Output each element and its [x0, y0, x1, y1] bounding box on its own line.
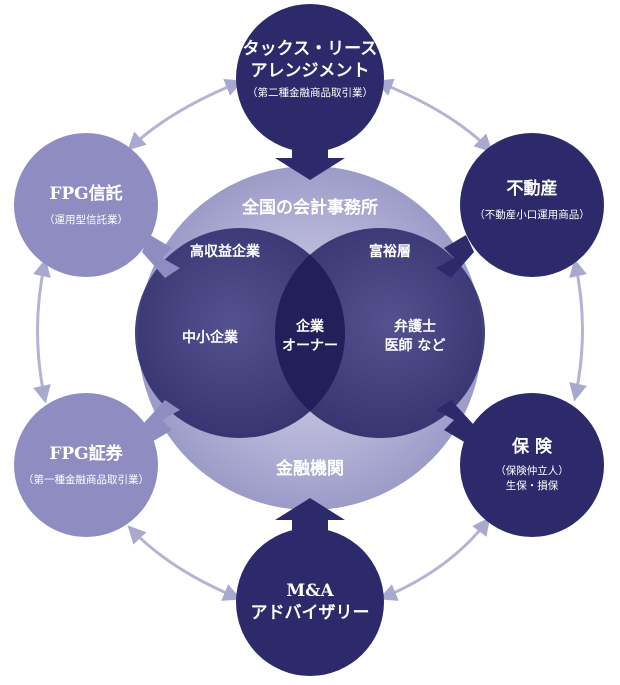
ring-arrow-upper-right-lower-right: [569, 258, 587, 402]
node-lower-left: FPG証券 （第一種金融商品取引業）: [12, 443, 160, 488]
arrow-from-lower-right: [436, 400, 474, 443]
node-upper-left-sub: （運用型信託業）: [44, 214, 128, 226]
node-upper-left-title: FPG信託: [49, 184, 123, 204]
node-top-title-line2: アレンジメント: [250, 61, 370, 81]
node-top-sub: （第二種金融商品取引業）: [247, 87, 373, 99]
center-top-label: 全国の会計事務所: [242, 198, 378, 218]
node-bottom-title-line1: M&A: [286, 581, 334, 601]
node-top-title-line1: タックス・リース: [242, 39, 378, 59]
node-lower-left-title: FPG証券: [49, 444, 123, 464]
ring-arrows: [33, 78, 587, 601]
venn-right-top-label: 富裕層: [369, 244, 411, 260]
center-bottom-label: 金融機関: [276, 459, 344, 479]
arrow-from-upper-left: [142, 235, 180, 278]
node-bottom-circle: [236, 528, 384, 676]
node-lower-left-circle: [14, 393, 158, 537]
arrow-from-bottom: [275, 498, 345, 540]
arrow-from-lower-left: [142, 400, 180, 443]
venn-left-top-label: 高収益企業: [190, 244, 260, 260]
venn-overlap-label: 企業 オーナー: [260, 318, 360, 356]
node-upper-left-circle: [14, 133, 158, 277]
ring-arrow-lower-left-upper-left: [33, 258, 51, 404]
node-upper-right-sub: （不動産小口運用商品）: [474, 209, 590, 221]
inbound-arrows-light: [142, 235, 180, 443]
venn-right-main-label: 弁護士 医師 など: [360, 318, 470, 356]
venn-left-main-label: 中小企業: [182, 330, 238, 346]
node-lower-right-title: 保 険: [512, 437, 552, 457]
overlap-line2: オーナー: [282, 338, 338, 354]
node-lower-right: 保 険 （保険仲立人） 生保・損保: [460, 436, 604, 494]
node-lower-right-sub-line1: （保険仲立人）: [495, 465, 569, 477]
node-upper-right: 不動産 （不動産小口運用商品）: [460, 178, 604, 223]
node-lower-right-sub-line2: 生保・損保: [505, 480, 559, 492]
node-lower-left-sub: （第一種金融商品取引業）: [23, 474, 149, 486]
ring-arrow-lower-right-bottom: [378, 517, 491, 601]
ring-arrow-upper-left-top: [127, 78, 244, 151]
node-lower-right-circle: [460, 393, 604, 537]
ring-arrow-top-upper-right: [374, 78, 493, 153]
node-bottom: M&A アドバイザリー: [236, 580, 384, 624]
right-line2: 医師 など: [384, 338, 446, 354]
ring-arrow-bottom-lower-left: [127, 525, 242, 601]
node-upper-left: FPG信託 （運用型信託業）: [12, 183, 160, 228]
arrow-from-upper-right: [436, 235, 474, 278]
node-top: タックス・リース アレンジメント （第二種金融商品取引業）: [236, 38, 384, 101]
node-bottom-title-line2: アドバイザリー: [250, 603, 370, 623]
overlap-line1: 企業: [296, 319, 324, 335]
venn-overlap: [275, 228, 345, 438]
node-upper-right-circle: [460, 133, 604, 277]
node-upper-right-title: 不動産: [506, 179, 558, 199]
node-top-circle: [236, 4, 384, 152]
right-line1: 弁護士: [394, 319, 436, 335]
